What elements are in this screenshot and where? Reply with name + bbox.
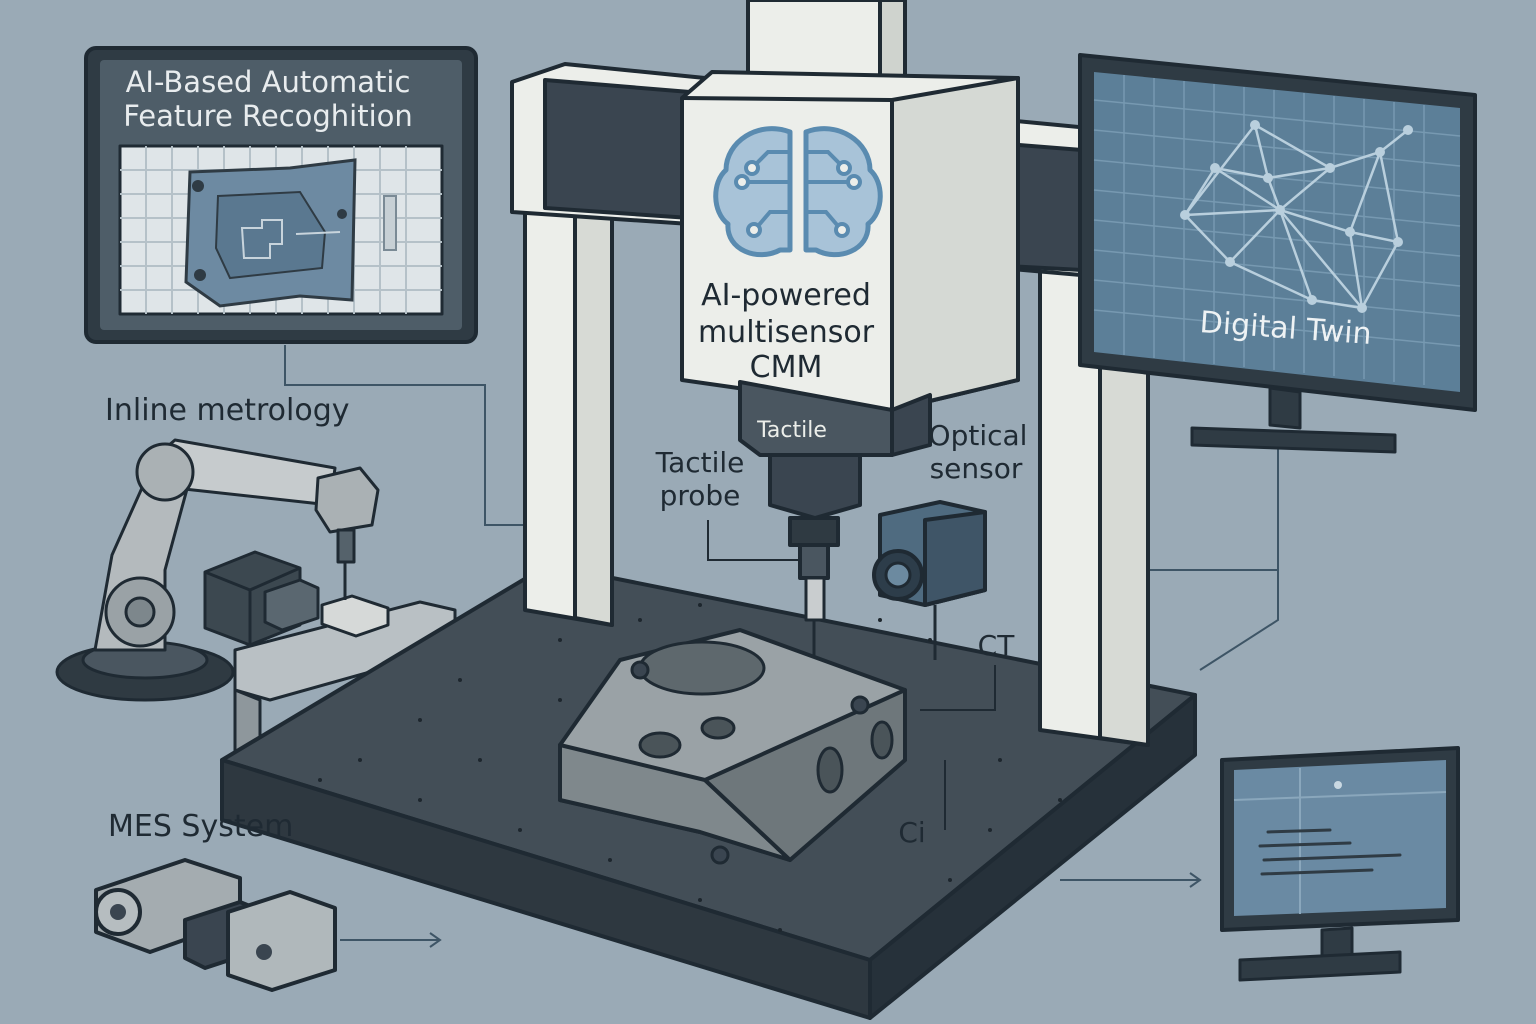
mes-hardware [94, 858, 337, 992]
mes-system-label: MES System [108, 809, 293, 844]
callout-lines [707, 520, 996, 830]
brain-circuit-icon [713, 126, 883, 258]
inline-metrology-label: Inline metrology [105, 393, 350, 428]
cmm-title-line3: CMM [750, 350, 823, 385]
connector-lines [284, 345, 1279, 948]
cmm-gantry [510, 0, 1164, 747]
mes-monitor [1220, 746, 1460, 982]
ci-label: Ci [898, 816, 925, 849]
ct-label: CT [978, 629, 1016, 662]
tactile-probe-label-line2: probe [660, 479, 741, 512]
optical-sensor [872, 500, 987, 660]
cmm-title-line1: AI-powered [701, 278, 871, 313]
optical-sensor-label-line1: Optical [929, 419, 1028, 452]
cmm-title-line2: multisensor [698, 315, 875, 350]
digital-twin-monitor [1078, 53, 1477, 454]
tactile-head-label: Tactile [756, 418, 827, 443]
tactile-probe-label-line1: Tactile [655, 446, 745, 479]
feature-recognition-panel [84, 46, 478, 344]
feature-panel-title-line2: Feature Recoghition [123, 99, 413, 133]
inline-metrology-robot [55, 438, 457, 770]
optical-sensor-label-line2: sensor [930, 452, 1023, 485]
workpiece-part [558, 628, 907, 865]
feature-panel-title-line1: AI-Based Automatic [126, 65, 411, 99]
